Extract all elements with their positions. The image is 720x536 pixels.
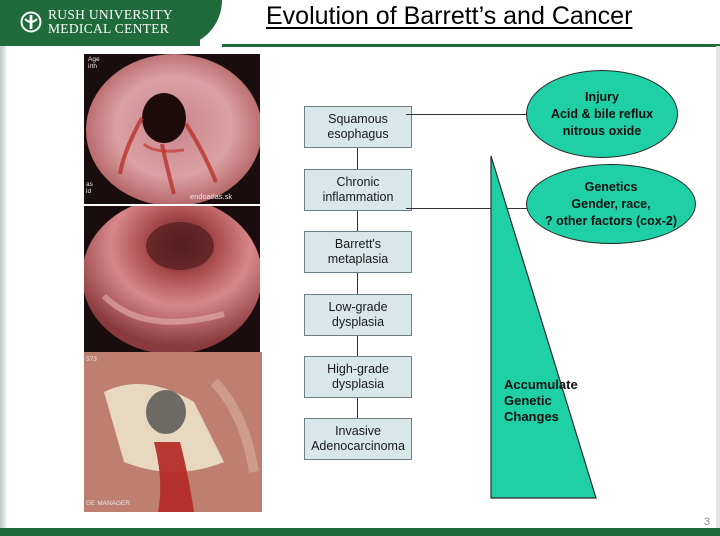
flow-step-high-grade-dysplasia: High-grade dysplasia [304,356,412,398]
accumulate-genetic-changes-label: Accumulate Genetic Changes [504,377,578,425]
endoscopy-photo-barretts [84,206,260,352]
org-name: RUSH UNIVERSITY MEDICAL CENTER [48,8,173,36]
flow-step-label: Low-grade dysplasia [328,300,388,329]
slide-title: Evolution of Barrett’s and Cancer [266,2,633,30]
genetics-heading: Genetics [584,179,638,194]
triangle-label-line2: Genetic [504,393,552,408]
flow-step-squamous-esophagus: Squamous esophagus [304,106,412,148]
flow-connector-vertical [357,146,358,418]
footer-rule [0,528,720,536]
flow-step-label: Squamous esophagus [327,112,389,141]
injury-heading: Injury [584,89,620,104]
org-name-line1: RUSH UNIVERSITY [48,7,173,22]
right-border-stripe [716,46,720,536]
title-underline-rule [222,44,720,47]
injury-connector-line [406,114,528,115]
photo-caption-as: as [86,181,93,188]
injury-line-acid: Acid & bile reflux [550,106,654,121]
flow-step-label: Barrett's metaplasia [327,237,389,266]
photo-caption-birth: irth [88,63,98,70]
photo-caption-manager: GE MANAGER [86,500,131,507]
flow-step-label: High-grade dysplasia [327,362,389,391]
photo-caption-ld: ld [86,188,92,195]
injury-oval: Injury Acid & bile reflux nitrous oxide [526,70,678,158]
flow-step-low-grade-dysplasia: Low-grade dysplasia [304,294,412,336]
genetics-line-gender: Gender, race, [571,196,651,211]
endoscopy-photo-squamous: Age irth as ld endoatlas.sk [84,54,260,204]
photo-caption-age: Age [88,56,100,63]
injury-line-nitrous: nitrous oxide [562,123,642,138]
triangle-label-line3: Changes [504,409,559,424]
triangle-label-line1: Accumulate [504,377,578,392]
photo-watermark: endoatlas.sk [190,192,233,201]
org-name-line2: MEDICAL CENTER [48,21,170,36]
page-number: 3 [703,516,710,528]
logo-banner: RUSH UNIVERSITY MEDICAL CENTER [0,0,222,46]
accumulation-triangle [490,155,597,499]
genetics-oval: Genetics Gender, race, ? other factors (… [526,164,696,244]
flow-step-chronic-inflammation: Chronic inflammation [304,169,412,211]
genetics-connector-line [406,208,528,209]
genetics-line-factors: ? other factors (cox-2) [545,213,677,228]
rush-logo-icon [20,11,42,33]
photo-caption-id: 573 [86,356,97,363]
flow-step-label: Invasive Adenocarcinoma [311,424,405,453]
flow-step-barretts-metaplasia: Barrett's metaplasia [304,231,412,273]
endoscopy-photo-adenocarcinoma: 573 GE MANAGER [84,352,262,512]
left-border-stripe [0,46,6,536]
flow-step-invasive-adenocarcinoma: Invasive Adenocarcinoma [304,418,412,460]
flow-step-label: Chronic inflammation [322,175,394,204]
